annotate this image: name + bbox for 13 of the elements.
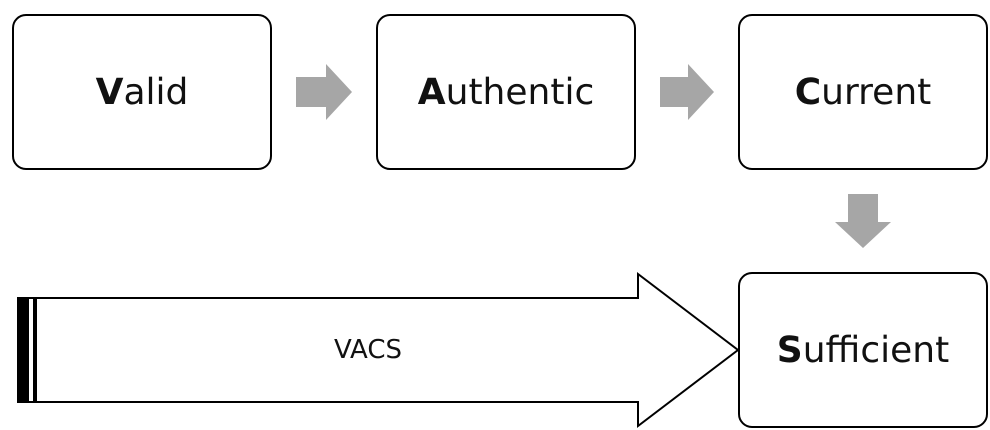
process-box: [12, 14, 272, 170]
box-label: Valid: [96, 72, 188, 112]
process-box: [738, 272, 988, 428]
box-label: Authentic: [418, 72, 594, 112]
arrow: [296, 64, 352, 120]
process-box: [738, 14, 988, 170]
arrow: [835, 194, 891, 248]
edge-label: VACS: [334, 335, 402, 365]
arrow: [660, 64, 714, 120]
block-arrow: [17, 272, 740, 428]
process-box: [376, 14, 636, 170]
box-label: Current: [794, 72, 932, 112]
box-label: Sufficient: [776, 330, 950, 370]
